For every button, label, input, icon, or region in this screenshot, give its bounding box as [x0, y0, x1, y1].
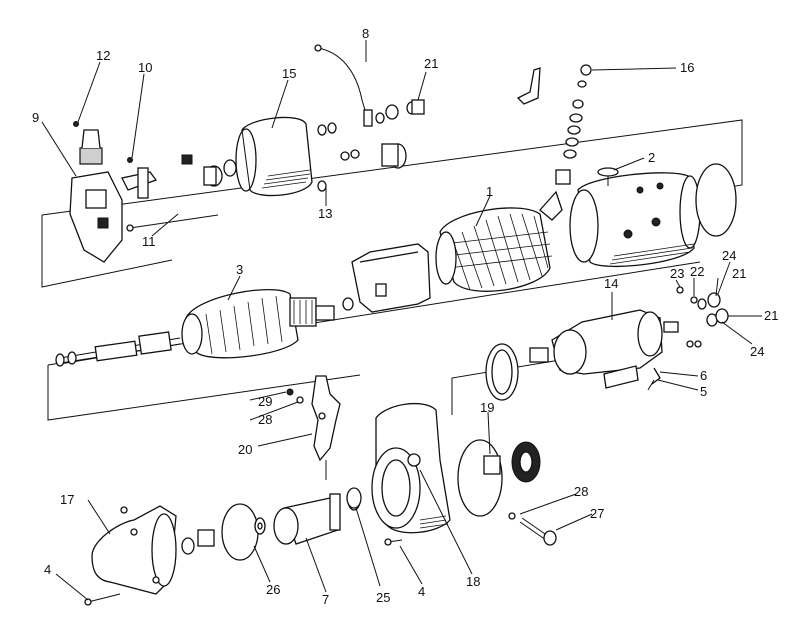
field-lead-wire	[314, 44, 425, 127]
callout-21a: 21	[424, 56, 438, 71]
callout-3: 3	[236, 262, 243, 277]
callout-12: 12	[96, 48, 110, 63]
drive-end-housing	[371, 402, 503, 534]
callout-18: 18	[466, 574, 480, 589]
drive-shaft-washers	[181, 503, 266, 561]
callout-8: 8	[362, 26, 369, 41]
callout-26: 26	[266, 582, 280, 597]
callout-29: 29	[258, 394, 272, 409]
leader-lines	[41, 40, 762, 601]
callout-9: 9	[32, 110, 39, 125]
callout-7: 7	[322, 592, 329, 607]
shift-lever	[286, 375, 341, 480]
callout-10: 10	[138, 60, 152, 75]
callout-25: 25	[376, 590, 390, 605]
through-bolt	[508, 512, 557, 546]
callout-5: 5	[700, 384, 707, 399]
solenoid	[485, 286, 729, 401]
callout-13: 13	[318, 206, 332, 221]
callout-1: 1	[486, 184, 493, 199]
nose-housing	[84, 505, 177, 606]
callout-20: 20	[238, 442, 252, 457]
callout-24b: 24	[750, 344, 764, 359]
commutator-end-small-parts	[203, 159, 237, 187]
callout-11: 11	[142, 234, 156, 249]
field-coil-assembly	[435, 190, 563, 292]
callout-labels: 1 2 3 4 4 5 6 7 8 9 10 11 12 13 14 15 16…	[32, 26, 778, 607]
callout-4a: 4	[44, 562, 51, 577]
callout-19: 19	[480, 400, 494, 415]
pole-shoe	[351, 243, 431, 313]
callout-17: 17	[60, 492, 74, 507]
callout-15: 15	[282, 66, 296, 81]
callout-27: 27	[590, 506, 604, 521]
armature	[55, 288, 354, 367]
commutator-end-frame	[235, 116, 313, 197]
callout-4b: 4	[418, 584, 425, 599]
callout-22: 22	[690, 264, 704, 279]
thrust-washer	[346, 487, 362, 509]
washers-near-frame	[317, 122, 407, 192]
callout-21b: 21	[732, 266, 746, 281]
field-frame-housing	[569, 163, 737, 268]
callout-24a: 24	[722, 248, 736, 263]
brush-plate-assembly	[69, 121, 219, 263]
callout-6: 6	[700, 368, 707, 383]
callout-21c: 21	[764, 308, 778, 323]
callout-2: 2	[648, 150, 655, 165]
callout-14: 14	[604, 276, 618, 291]
terminal-stud-stack	[516, 64, 592, 185]
drive-gear	[483, 441, 541, 483]
callout-28b: 28	[574, 484, 588, 499]
callout-28a: 28	[258, 412, 272, 427]
callout-16: 16	[680, 60, 694, 75]
housing-bolt	[384, 538, 403, 546]
callout-23: 23	[670, 266, 684, 281]
